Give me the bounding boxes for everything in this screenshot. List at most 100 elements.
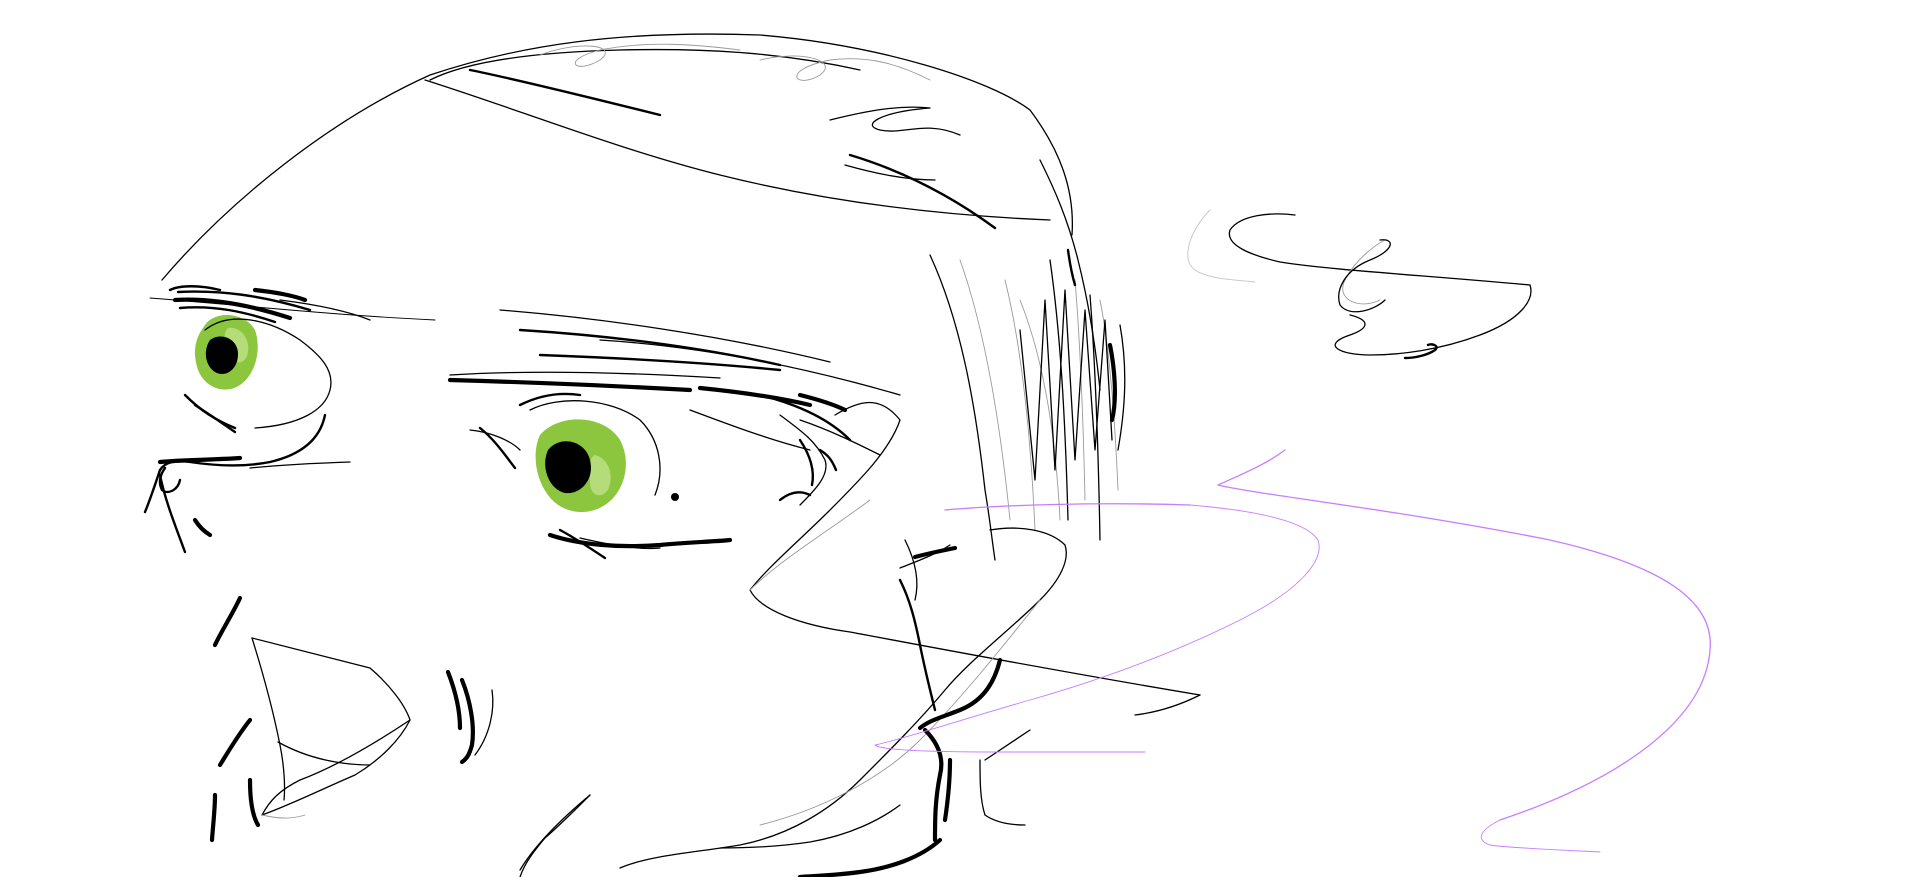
- left-eye-group: [149, 285, 436, 434]
- left-eye-lash-stroke-4: [149, 297, 436, 321]
- side-hair-mark-stroke: [1066, 248, 1077, 287]
- scribble-curl-stroke: [1187, 209, 1256, 283]
- accent-stroke-upper: [1217, 449, 1711, 821]
- right-eye-outer-stroke-5: [799, 419, 881, 456]
- head-outline-group: [161, 33, 1074, 281]
- head-outline-stroke: [161, 33, 1074, 281]
- nose-dot-mark: [671, 493, 679, 501]
- accent-stroke-tail: [1480, 819, 1601, 853]
- nostril-stroke: [445, 669, 463, 731]
- side-hair-stroke-8: [1099, 299, 1119, 491]
- accent-stroke-group: [874, 449, 1711, 853]
- right-eye-lash-stroke: [447, 377, 693, 393]
- left-eye-lash-stroke-3: [178, 306, 277, 324]
- nose-bold-stroke: [212, 595, 243, 648]
- left-eye-lash-stroke-5: [279, 299, 371, 321]
- left-eye-lower-stroke: [183, 393, 237, 430]
- left-eye-lash-stroke-6: [252, 287, 308, 303]
- right-eye-lid-stroke: [518, 392, 582, 407]
- side-hair-scribble-group: [929, 159, 1126, 561]
- side-hair-stroke-6: [1074, 279, 1086, 501]
- chin-stroke: [1134, 694, 1201, 716]
- jaw-stroke-2: [759, 599, 1041, 826]
- left-eye-pupil-fill: [205, 336, 238, 374]
- nose-outline-stroke-2: [251, 637, 286, 801]
- collar-stroke: [719, 804, 901, 849]
- side-hair-stroke: [929, 254, 996, 561]
- right-eye-lash-stroke-6: [697, 385, 813, 408]
- nose-tip-stroke: [247, 777, 261, 828]
- right-eye-corner-stroke-2: [469, 429, 521, 451]
- cheek-line-stroke-2: [158, 473, 187, 554]
- side-hair-zigzag-stroke: [1019, 289, 1113, 481]
- hair-top-stroke: [429, 48, 861, 81]
- right-eye-lower-stroke-3: [579, 537, 661, 550]
- hair-strand-stroke-2: [844, 164, 936, 181]
- scribble-hook-stroke: [1403, 343, 1438, 360]
- right-eye-lash-stroke-4: [538, 353, 782, 372]
- hair-curl-stroke-3: [829, 106, 961, 136]
- side-hair-stroke-5: [1049, 259, 1069, 521]
- ear-stroke: [1107, 342, 1117, 423]
- left-eye-lid-stroke: [168, 285, 222, 292]
- neck-stroke: [898, 578, 937, 712]
- scribble-curl-stroke-2: [1228, 213, 1531, 286]
- ear-outline-stroke: [1117, 324, 1126, 451]
- cheek-bold-stroke: [157, 455, 243, 465]
- hairline-stroke: [424, 79, 1051, 221]
- accent-stroke-mid: [874, 504, 1320, 753]
- right-eye-lash-stroke-9: [797, 392, 848, 413]
- right-eye-outer-stroke-6: [818, 448, 838, 472]
- nostril-stroke-2: [459, 677, 475, 765]
- left-cheek-group: [143, 413, 351, 554]
- cheek-lower-stroke: [249, 461, 351, 469]
- neck-thin-stroke-2: [984, 729, 1031, 761]
- right-eye-corner-stroke: [478, 426, 517, 470]
- right-eye-outer-stroke-4: [689, 409, 811, 451]
- face-contour-group: [519, 401, 1201, 877]
- right-eye-lash-stroke-7: [599, 339, 901, 396]
- neck-thin-stroke: [979, 759, 1026, 826]
- hair-curl-stroke-2: [759, 55, 931, 81]
- left-eye-lower-stroke-2: [193, 403, 237, 434]
- right-eye-outer-stroke: [779, 414, 827, 506]
- face-side-stroke-2: [749, 499, 871, 591]
- right-eye-iris-highlight: [589, 455, 611, 496]
- right-eye-lash-stroke-3: [499, 309, 831, 363]
- right-eye-lash-stroke-8: [758, 393, 852, 442]
- nostril-stroke-3: [474, 689, 494, 756]
- cheek-mark-stroke: [192, 517, 213, 538]
- nose-inner-stroke: [277, 741, 371, 766]
- accent-stroke-lower: [944, 503, 1191, 511]
- nose-bold-stroke-3: [209, 792, 218, 843]
- cheek-hook-stroke: [158, 466, 182, 494]
- neck-stroke-2: [904, 539, 918, 601]
- hair-curl-stroke: [539, 43, 741, 67]
- left-eye-lash-stroke: [172, 297, 293, 321]
- scribble-wave-stroke: [1338, 239, 1391, 313]
- neck-bold-stroke: [917, 657, 1003, 731]
- scribble-loop-stroke: [1342, 239, 1386, 305]
- right-eye-outer-stroke-3: [778, 491, 812, 502]
- right-eye-pupil-fill: [545, 441, 591, 494]
- nose-group: [209, 595, 591, 877]
- nose-lower-stroke: [261, 719, 411, 816]
- neck-bold-stroke-2: [922, 727, 944, 843]
- side-hair-stroke-9: [1039, 159, 1101, 391]
- right-eye-lower-stroke-2: [558, 528, 607, 560]
- side-hair-stroke-3: [1004, 279, 1036, 531]
- neck-bold-stroke-3: [942, 757, 953, 823]
- right-eye-outline-stroke: [529, 400, 661, 496]
- side-hair-stroke-2: [959, 259, 1011, 521]
- face-line-stroke-2: [912, 545, 958, 560]
- background-scribble-group: [1187, 209, 1532, 360]
- side-hair-stroke-7: [1089, 294, 1101, 541]
- left-eye-outline-stroke: [204, 318, 332, 429]
- shoulder-stroke: [519, 794, 591, 871]
- scribble-zig-stroke: [1334, 284, 1532, 356]
- collar-bold-stroke: [797, 837, 943, 877]
- jaw-stroke: [619, 527, 1067, 869]
- hair-strand-stroke: [848, 153, 997, 230]
